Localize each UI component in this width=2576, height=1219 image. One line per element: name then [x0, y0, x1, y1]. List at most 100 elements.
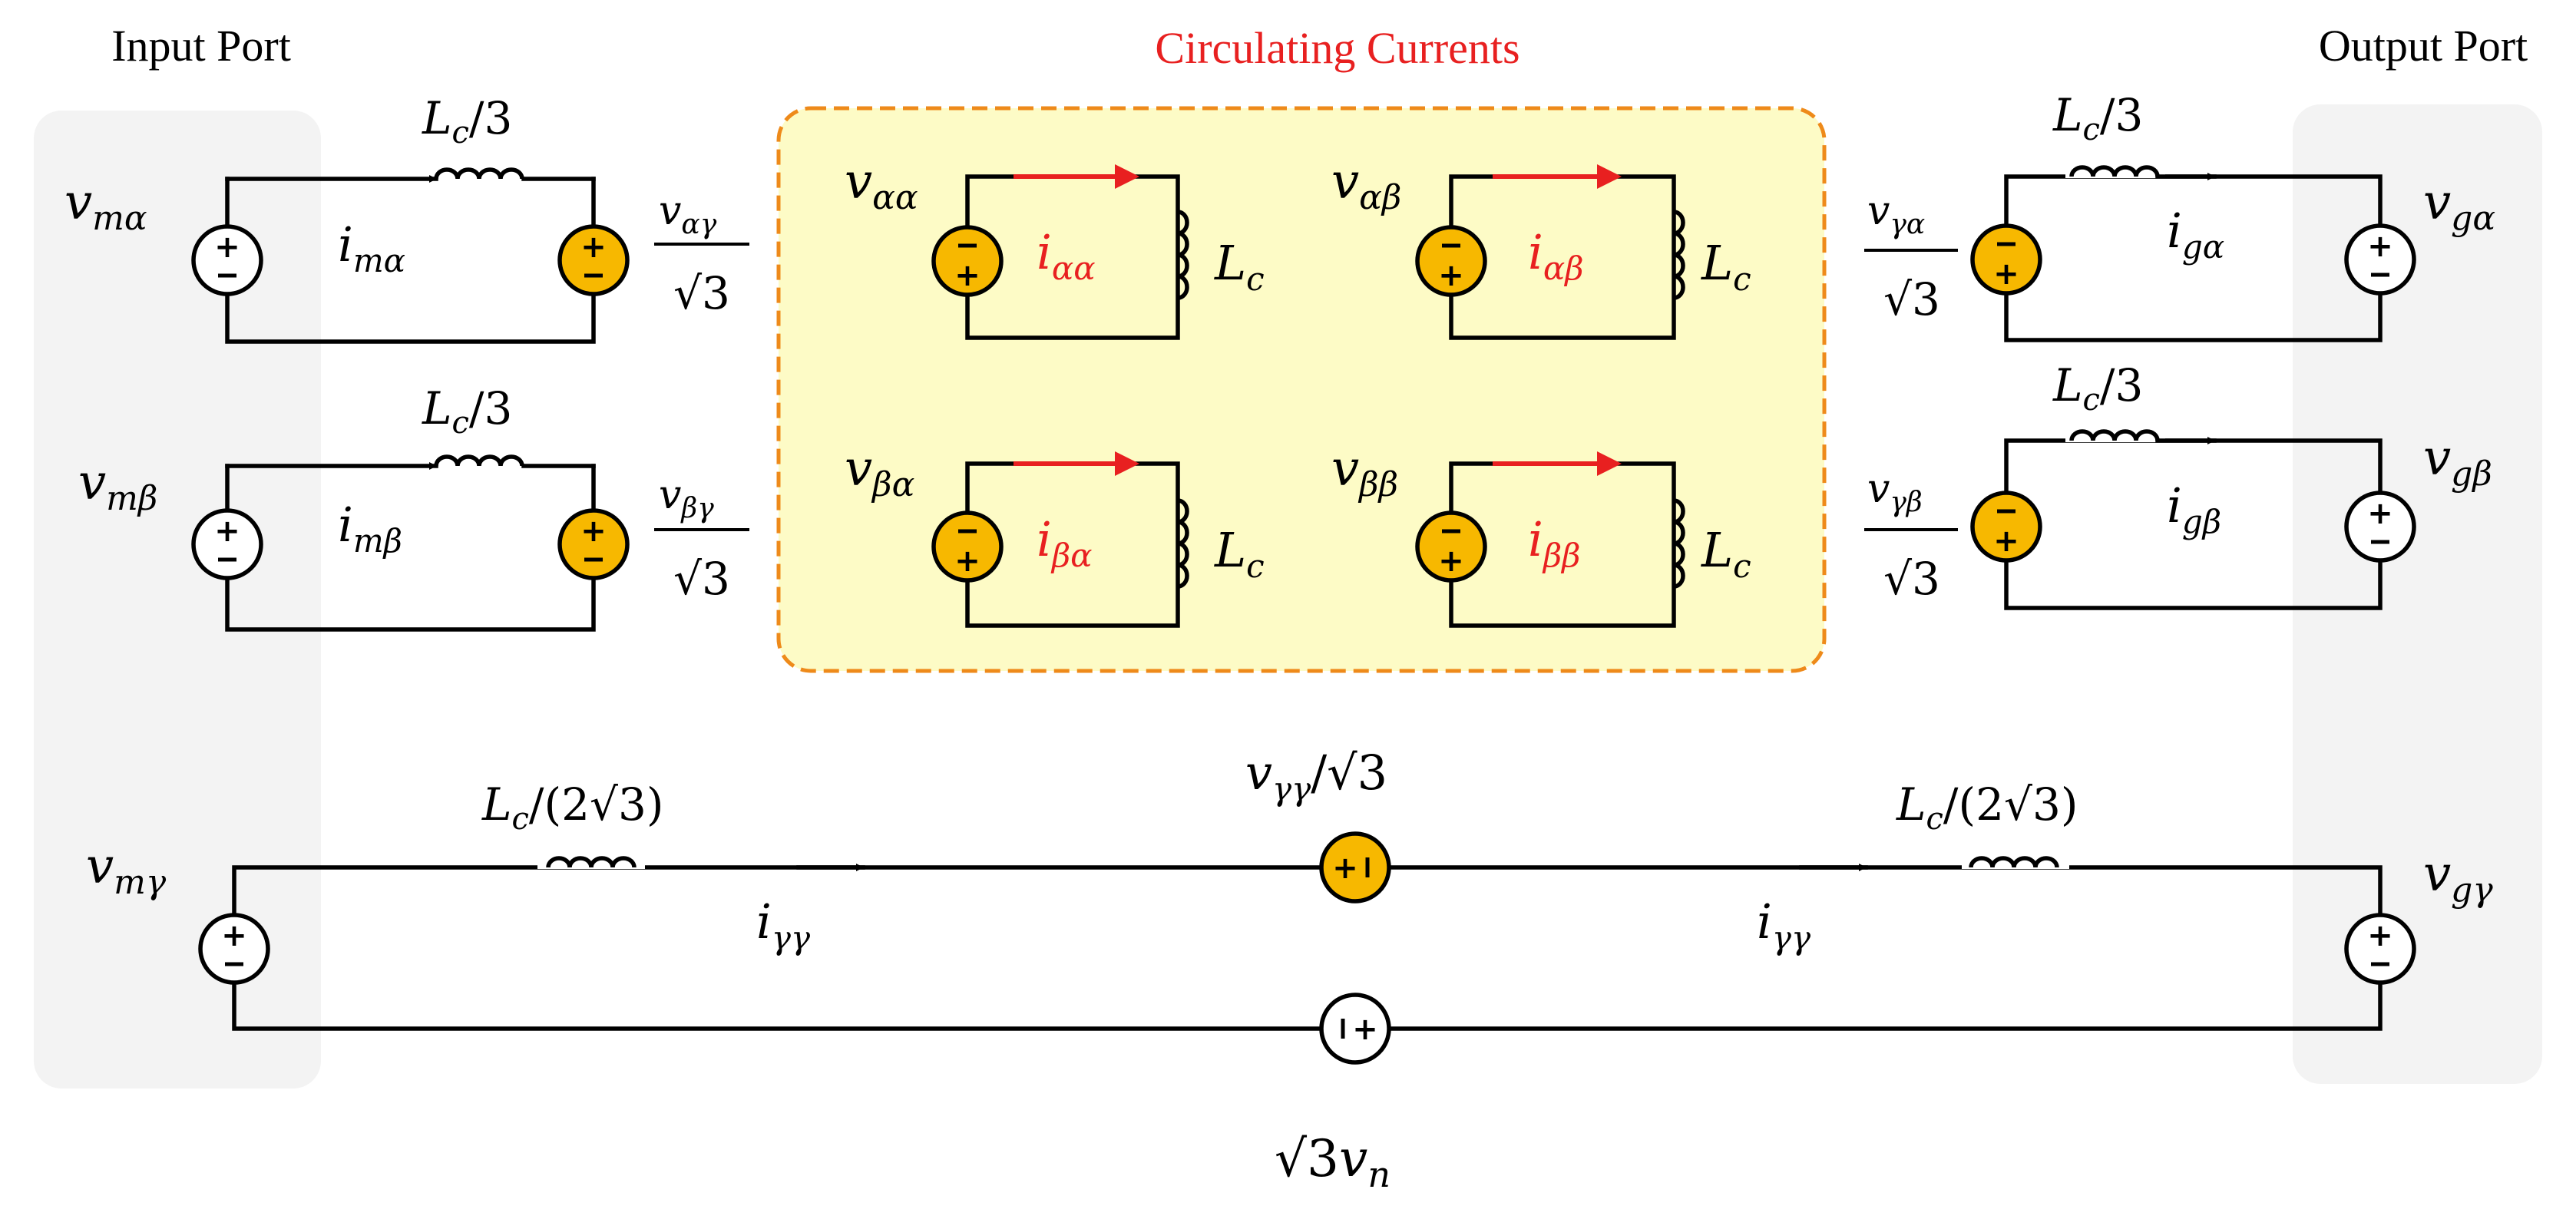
source-icon: +: [1970, 491, 2042, 563]
label-Lc3-output-alpha: Lc/3: [2052, 89, 2143, 147]
label-vgg-over-r3: vγγ/√3: [1245, 745, 1387, 808]
label-vgb-frac: vγβ √3: [1864, 466, 1958, 605]
label-vaa: vαα: [845, 154, 918, 217]
label-iab: iαβ: [1528, 224, 1584, 287]
label-vba: vβα: [845, 441, 914, 504]
svg-text:+: +: [1993, 524, 2019, 559]
source-icon: +: [931, 510, 1004, 583]
circ-loop-aa: [965, 164, 1189, 340]
label-iga: igα: [2167, 203, 2224, 266]
source-icon: +: [2344, 491, 2416, 563]
label-vgb: vgβ: [2423, 430, 2492, 494]
label-vmb: vmβ: [78, 454, 157, 518]
source-icon: +: [1319, 993, 1391, 1065]
label-iba: iβα: [1037, 511, 1093, 574]
label-Lc-ba: Lc: [1214, 522, 1265, 585]
label-vn: √3vn: [1275, 1129, 1391, 1195]
label-Lc3-input-alpha: Lc/3: [422, 92, 512, 150]
label-vbg-frac: vβγ √3: [654, 472, 749, 605]
inductor-icon: [1177, 210, 1189, 300]
circulating-currents-title: Circulating Currents: [1155, 23, 1519, 73]
source-icon: +: [557, 224, 630, 296]
output-port-panel: [2293, 104, 2542, 1084]
label-Lc3-output-beta: Lc/3: [2052, 359, 2143, 418]
svg-text:√3: √3: [673, 553, 730, 605]
label-vgg: vgγ: [2423, 846, 2493, 910]
svg-text:+: +: [1352, 1012, 1378, 1047]
inductor-icon: [546, 856, 637, 868]
label-Lc3-input-beta: Lc/3: [422, 382, 512, 441]
label-vbb: vββ: [1331, 441, 1398, 504]
source-icon: +: [1415, 225, 1487, 297]
inductor-icon: [1969, 856, 2059, 868]
source-icon: +: [2344, 913, 2416, 985]
label-ibb: iββ: [1528, 511, 1580, 574]
label-vag-frac: vαγ √3: [654, 188, 749, 319]
current-arrowhead: [1597, 451, 1622, 476]
inductor-icon: [1673, 498, 1685, 589]
label-igb: igβ: [2167, 477, 2221, 540]
label-imb: imβ: [338, 497, 402, 560]
label-vga-frac: vγα √3: [1864, 188, 1958, 325]
svg-text:+: +: [1993, 256, 2019, 292]
svg-text:+: +: [580, 514, 607, 549]
svg-text:+: +: [1438, 258, 1464, 293]
svg-text:vβγ: vβγ: [659, 472, 714, 524]
source-icon: +: [1319, 831, 1391, 904]
label-ima: imα: [338, 216, 405, 279]
source-icon: +: [2344, 223, 2416, 296]
current-arrowhead: [1115, 164, 1139, 189]
svg-text:+: +: [954, 258, 980, 293]
svg-text:+: +: [954, 543, 980, 579]
inductor-icon: [1177, 498, 1189, 589]
label-Lc-ab: Lc: [1701, 235, 1751, 298]
label-igg-left: iγγ: [756, 894, 811, 956]
source-icon: +: [1415, 510, 1487, 583]
source-icon: +: [1970, 223, 2042, 296]
svg-text:+: +: [1332, 851, 1358, 886]
inductor-icon: [434, 167, 524, 180]
output-port-title: Output Port: [2319, 21, 2528, 71]
svg-text:√3: √3: [673, 267, 730, 319]
inductor-icon: [2069, 165, 2160, 177]
svg-text:+: +: [2367, 496, 2393, 531]
label-vab: vαβ: [1331, 154, 1401, 217]
input-port-panel: [34, 111, 321, 1089]
input-port-title: Input Port: [111, 21, 291, 71]
label-Lc2r3-right: Lc/(2√3): [1896, 778, 2078, 837]
svg-text:vαγ: vαγ: [659, 188, 717, 240]
svg-text:+: +: [214, 514, 240, 549]
svg-text:√3: √3: [1883, 273, 1940, 325]
svg-text:vγβ: vγβ: [1867, 466, 1923, 518]
inductor-icon: [434, 454, 524, 467]
label-Lc-aa: Lc: [1214, 235, 1265, 298]
source-icon: +: [557, 508, 630, 580]
svg-text:+: +: [1438, 543, 1464, 579]
label-vga: vgα: [2423, 174, 2495, 238]
current-arrowhead: [1597, 164, 1622, 189]
label-vmg: vmγ: [86, 838, 167, 902]
label-iaa: iαα: [1037, 224, 1096, 287]
current-arrowhead: [1115, 451, 1139, 476]
svg-text:+: +: [2367, 229, 2393, 264]
inductor-icon: [2069, 429, 2160, 441]
svg-text:√3: √3: [1883, 553, 1940, 605]
circ-loop-bb: [1449, 451, 1685, 628]
gamma-loop: [232, 865, 2383, 1031]
label-Lc2r3-left: Lc/(2√3): [481, 778, 663, 837]
source-icon: +: [931, 225, 1004, 297]
label-vma: vmα: [64, 174, 147, 238]
source-icon: +: [191, 224, 263, 296]
svg-text:+: +: [221, 918, 247, 953]
svg-text:vγα: vγα: [1867, 188, 1925, 240]
source-icon: +: [191, 508, 263, 580]
inductor-icon: [1673, 210, 1685, 300]
label-igg-right: iγγ: [1757, 894, 1811, 956]
svg-text:+: +: [580, 230, 607, 265]
svg-text:+: +: [2367, 918, 2393, 953]
circulating-currents-panel: [776, 106, 1827, 673]
label-Lc-bb: Lc: [1701, 522, 1751, 585]
source-icon: +: [198, 913, 270, 985]
svg-text:+: +: [214, 230, 240, 265]
